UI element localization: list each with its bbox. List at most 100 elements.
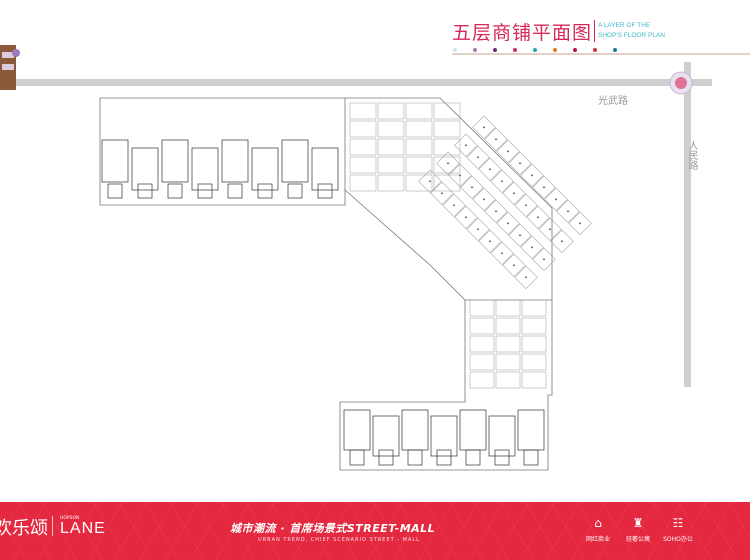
apartment-unit: [459, 409, 487, 451]
footer-banner: 欢乐颂 HOPSON LANE 城市潮流 · 首席场景式STREET-MALL …: [0, 502, 750, 560]
decorative-dot-line: [452, 48, 750, 55]
shop-unit-group: [508, 223, 532, 247]
apartment-balcony: [407, 449, 423, 466]
shop-unit: [405, 138, 433, 156]
column-dot: [500, 252, 504, 255]
column-dot: [530, 246, 534, 249]
apartment-unit: [221, 139, 249, 183]
apartment-balcony: [523, 449, 539, 466]
column-dot: [476, 228, 480, 231]
shop-unit-group: [532, 247, 556, 271]
shop-unit: [469, 371, 495, 389]
column-dot: [494, 138, 498, 141]
floor-plan: [0, 45, 712, 471]
shop-unit: [472, 115, 496, 139]
shop-unit: [556, 199, 580, 223]
column-dot: [566, 210, 570, 213]
shop-unit: [484, 199, 508, 223]
shop-unit: [377, 138, 405, 156]
decor-dot: [553, 48, 557, 52]
shop-unit-group: [484, 199, 508, 223]
column-dot: [428, 180, 432, 183]
shop-unit: [520, 163, 544, 187]
shop-unit: [466, 145, 490, 169]
shop-unit: [433, 156, 461, 174]
column-dot: [446, 162, 450, 165]
brand-hopson: HOPSON: [60, 516, 80, 521]
column-dot: [494, 210, 498, 213]
brand-name: 欢乐颂: [0, 518, 48, 539]
shop-unit: [568, 211, 592, 235]
shop-unit: [496, 211, 520, 235]
apartment-unit: [488, 415, 516, 457]
plan-boundary: [99, 97, 553, 471]
column-dot: [530, 174, 534, 177]
shop-unit: [454, 205, 478, 229]
title-en-line1: A LAYER OF THE: [598, 22, 651, 29]
apartment-balcony: [317, 183, 333, 199]
column-dot: [500, 180, 504, 183]
shop-unit: [469, 299, 495, 317]
shop-unit: [349, 138, 377, 156]
decor-dot: [573, 48, 577, 52]
shop-unit-group: [526, 205, 550, 229]
shop-unit-group: [466, 217, 490, 241]
shop-unit-group: [496, 211, 520, 235]
column-dot: [482, 198, 486, 201]
column-dot: [482, 126, 486, 129]
shop-unit: [433, 174, 461, 192]
shop-unit: [377, 120, 405, 138]
shop-unit: [495, 299, 521, 317]
shop-unit-group: [442, 193, 466, 217]
shop-unit-group: [538, 217, 562, 241]
shop-unit: [478, 229, 502, 253]
column-dot: [518, 162, 522, 165]
shop-unit: [521, 299, 547, 317]
column-dot: [578, 222, 582, 225]
shop-unit: [532, 175, 556, 199]
shop-unit-group: [502, 181, 526, 205]
shop-unit: [495, 317, 521, 335]
slogan-en: URBAN TREND, CHIEF SCENARIO STREET - MAL…: [258, 537, 420, 543]
decor-dot: [493, 48, 497, 52]
apartment-balcony: [107, 183, 123, 199]
shop-unit: [508, 151, 532, 175]
apartment-balcony: [197, 183, 213, 199]
shop-unit-group: [478, 157, 502, 181]
shop-unit-group: [514, 193, 538, 217]
column-dot: [542, 186, 546, 189]
apartment-unit: [131, 147, 159, 191]
apartment-icon: ♜: [632, 516, 644, 530]
road-horizontal: [0, 79, 712, 86]
shop-unit: [472, 187, 496, 211]
road-label-guangwu: 光武路: [598, 96, 628, 107]
apartment-balcony: [465, 449, 481, 466]
title-en-line2: SHOP'S FLOOR PLAN: [598, 32, 665, 39]
column-dot: [518, 234, 522, 237]
column-dot: [512, 264, 516, 267]
shop-unit: [405, 102, 433, 120]
shop-unit-group: [448, 163, 472, 187]
slogan: 城市潮流 · 首席场景式STREET-MALL: [230, 522, 436, 535]
shop-unit-group: [502, 253, 526, 277]
apartment-balcony: [436, 449, 452, 466]
feature-label: SOHO办公: [663, 536, 693, 543]
shop-unit-group: [520, 163, 544, 187]
shop-unit-group: [472, 187, 496, 211]
apartment-unit: [517, 409, 545, 451]
apartment-unit: [430, 415, 458, 457]
shop-unit: [514, 265, 538, 289]
shop-unit-group: [466, 145, 490, 169]
apartment-balcony: [287, 183, 303, 199]
shop-unit: [469, 335, 495, 353]
column-dot: [506, 150, 510, 153]
shop-unit: [495, 335, 521, 353]
shop-unit-group: [430, 181, 454, 205]
decor-dot: [473, 48, 477, 52]
shop-unit-group: [490, 169, 514, 193]
shop-unit: [436, 151, 460, 175]
shop-unit-group: [436, 151, 460, 175]
feature-soho: ☷ SOHO办公: [658, 516, 698, 543]
apartment-unit: [311, 147, 339, 191]
column-dot: [488, 240, 492, 243]
